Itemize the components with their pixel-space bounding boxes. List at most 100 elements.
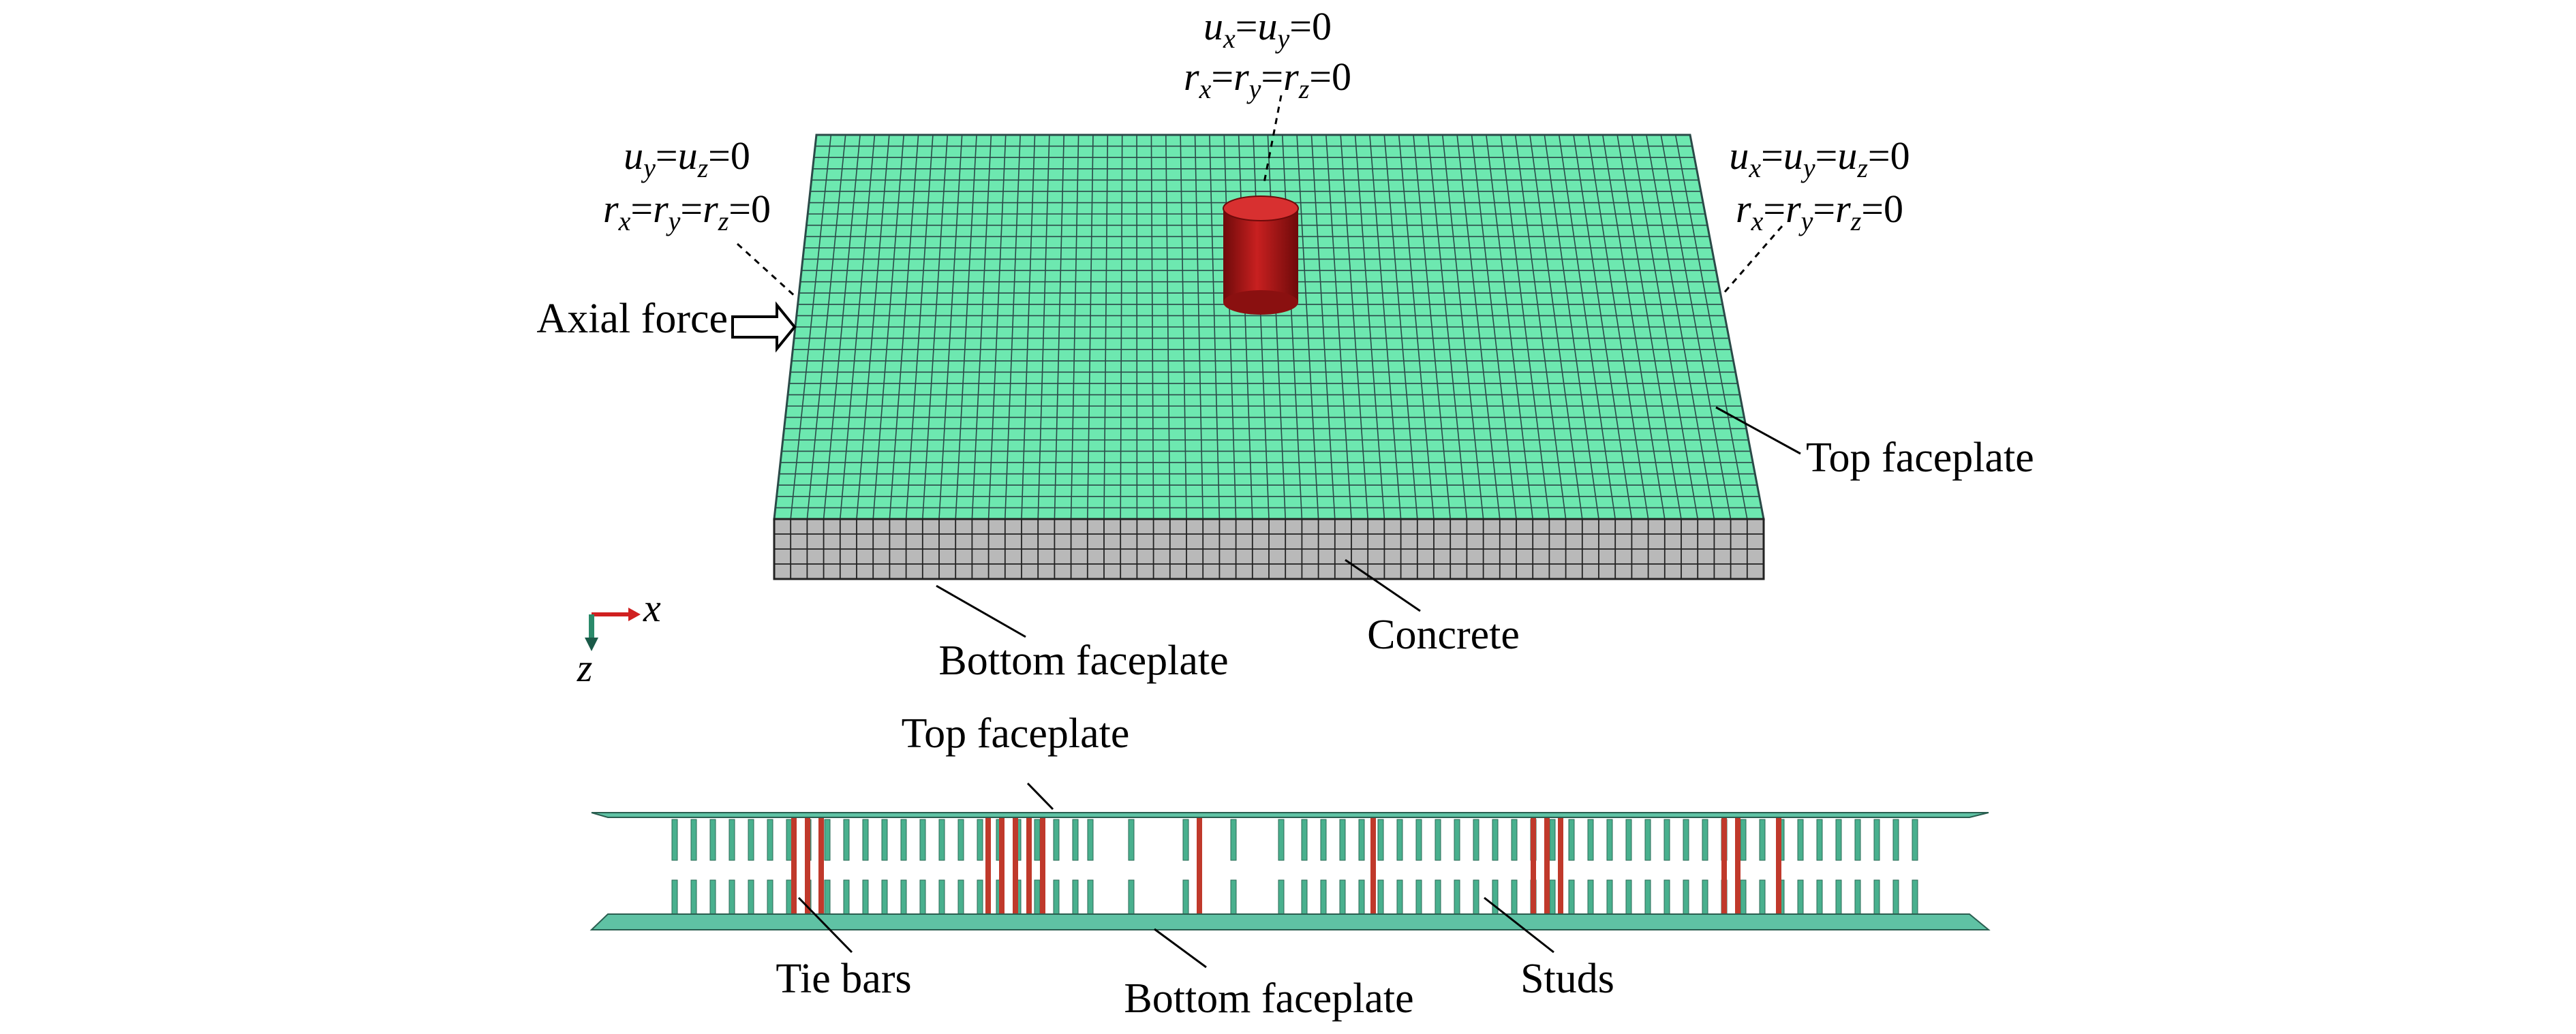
tie-bar bbox=[985, 817, 991, 914]
stud bbox=[900, 879, 907, 915]
stud bbox=[729, 819, 735, 861]
tie-bar bbox=[1721, 817, 1727, 914]
section-top-faceplate bbox=[591, 812, 1989, 818]
slab-model bbox=[773, 134, 1765, 580]
loading-cylinder bbox=[1223, 195, 1299, 315]
bc-left-line1: uy=uz=0 bbox=[624, 134, 750, 183]
stud bbox=[1740, 879, 1747, 915]
tie-bar bbox=[1735, 817, 1741, 914]
stud bbox=[1702, 879, 1708, 915]
stud bbox=[1278, 819, 1285, 861]
tie-bar bbox=[818, 817, 824, 914]
stud bbox=[1835, 819, 1842, 861]
stud bbox=[786, 879, 793, 915]
stud bbox=[690, 819, 697, 861]
bc-right-leader bbox=[1721, 225, 1783, 295]
stud bbox=[1320, 819, 1327, 861]
bc-right-line2: rx=ry=rz=0 bbox=[1736, 187, 1903, 236]
stud bbox=[1415, 879, 1422, 915]
stud bbox=[1759, 819, 1766, 861]
stud bbox=[729, 879, 735, 915]
tie-bar bbox=[1776, 817, 1781, 914]
stud bbox=[1644, 879, 1651, 915]
stud bbox=[1301, 879, 1308, 915]
stud bbox=[1358, 879, 1365, 915]
stud bbox=[709, 879, 716, 915]
stud bbox=[690, 879, 697, 915]
stud bbox=[1702, 819, 1708, 861]
stud bbox=[671, 819, 678, 861]
slab-side-mesh bbox=[774, 519, 1764, 579]
axis-x-label: x bbox=[643, 586, 661, 630]
bc-top-line2: rx=ry=rz=0 bbox=[1184, 54, 1351, 104]
stud bbox=[1625, 819, 1632, 861]
stud bbox=[881, 879, 888, 915]
stud bbox=[1454, 819, 1460, 861]
stud bbox=[1230, 819, 1237, 861]
stud bbox=[1606, 819, 1613, 861]
stud bbox=[862, 879, 869, 915]
tie-bar bbox=[1013, 817, 1018, 914]
tie-bar bbox=[1544, 817, 1550, 914]
stud bbox=[1396, 879, 1403, 915]
stud bbox=[709, 819, 716, 861]
stud bbox=[1128, 879, 1135, 915]
stud bbox=[1873, 819, 1880, 861]
top-faceplate-lower-leader bbox=[1026, 782, 1054, 811]
stud bbox=[1072, 879, 1079, 915]
stud bbox=[1435, 819, 1441, 861]
stud bbox=[1415, 819, 1422, 861]
stud bbox=[1182, 819, 1189, 861]
stud bbox=[1854, 819, 1861, 861]
stud bbox=[748, 879, 754, 915]
stud bbox=[1339, 819, 1346, 861]
top-faceplate-upper-leader bbox=[1715, 406, 1801, 455]
tie-bar bbox=[791, 817, 797, 914]
stud bbox=[824, 879, 831, 915]
tie-bars-group bbox=[791, 817, 1781, 914]
stud bbox=[767, 819, 773, 861]
bc-left-line2: rx=ry=rz=0 bbox=[603, 187, 771, 236]
tie-bars-leader bbox=[797, 896, 853, 954]
stud bbox=[1053, 879, 1060, 915]
tie-bars-label: Tie bars bbox=[776, 956, 911, 1002]
bottom-faceplate-lower-label: Bottom faceplate bbox=[1124, 975, 1413, 1022]
stud bbox=[1377, 819, 1384, 861]
stud bbox=[1892, 819, 1899, 861]
stud bbox=[1454, 879, 1460, 915]
stud bbox=[1087, 819, 1094, 861]
section-bottom-faceplate bbox=[589, 913, 1991, 930]
tie-bar bbox=[1558, 817, 1563, 914]
stud bbox=[1128, 819, 1135, 861]
stud bbox=[1797, 819, 1804, 861]
stud bbox=[671, 879, 678, 915]
stud bbox=[767, 879, 773, 915]
stud bbox=[957, 879, 964, 915]
axial-force-label: Axial force bbox=[536, 296, 728, 342]
stud bbox=[824, 819, 831, 861]
stud bbox=[1816, 879, 1823, 915]
studs-leader bbox=[1484, 896, 1554, 954]
stud bbox=[1053, 819, 1060, 861]
stud bbox=[1278, 879, 1285, 915]
stud bbox=[1230, 879, 1237, 915]
tie-bar bbox=[1531, 817, 1536, 914]
studs-group bbox=[671, 819, 1918, 915]
stud bbox=[1663, 819, 1670, 861]
concrete-leader bbox=[1345, 559, 1421, 612]
stud bbox=[1644, 819, 1651, 861]
stud bbox=[843, 819, 850, 861]
concrete-label: Concrete bbox=[1367, 612, 1520, 658]
stud bbox=[1854, 879, 1861, 915]
stud bbox=[1683, 819, 1689, 861]
stud bbox=[1492, 819, 1499, 861]
stud bbox=[977, 819, 983, 861]
stud bbox=[1606, 879, 1613, 915]
stud bbox=[1568, 879, 1575, 915]
axis-triad: x z bbox=[577, 586, 661, 690]
stud bbox=[1301, 819, 1308, 861]
top-faceplate-upper-label: Top faceplate bbox=[1806, 435, 2034, 481]
slab-top-mesh bbox=[774, 135, 1764, 519]
stud bbox=[1182, 879, 1189, 915]
